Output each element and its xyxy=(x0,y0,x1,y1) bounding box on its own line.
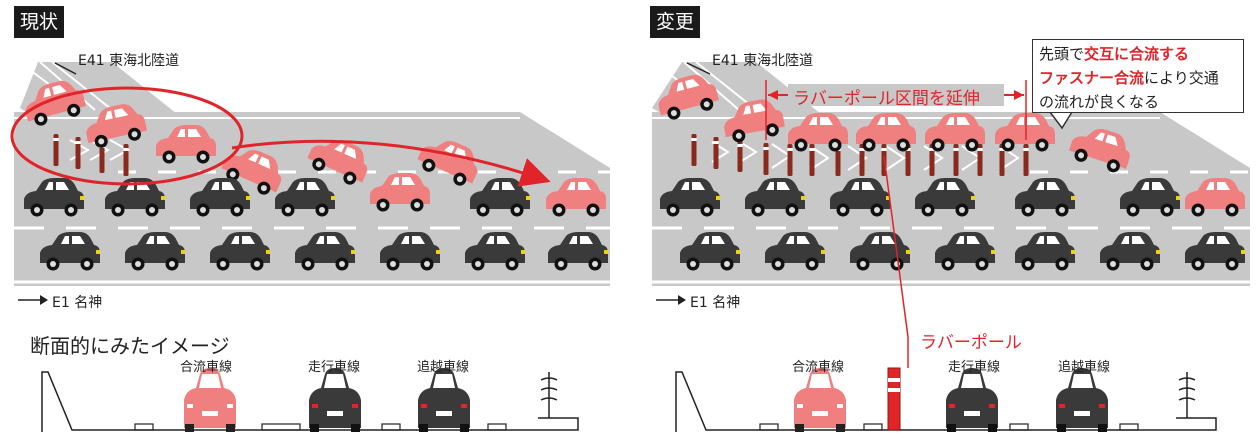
pole-leader-line xyxy=(883,155,909,338)
right-lane-label-travel: 走行車線 xyxy=(948,360,1001,375)
left-main-road-label: E1 名神 xyxy=(52,295,103,311)
right-upper-road-label: E41 東海北陸道 xyxy=(712,53,814,69)
extension-arrow xyxy=(765,80,1027,140)
right-lane-label-passing: 追越車線 xyxy=(1058,360,1111,375)
left-section-title: 断面的にみたイメージ xyxy=(30,334,230,358)
right-panel xyxy=(652,61,1250,432)
callout-text-2: 交互に合流する xyxy=(1084,45,1190,63)
right-title-badge: 変更 xyxy=(650,6,701,38)
left-lane-label-passing: 追越車線 xyxy=(417,360,470,375)
right-main-road-label: E1 名神 xyxy=(690,295,741,311)
right-cross-section xyxy=(675,367,1217,432)
left-panel xyxy=(10,61,610,432)
left-lane-label-travel: 走行車線 xyxy=(308,360,361,375)
callout-text-3: ファスナー合流 xyxy=(1039,69,1145,87)
zipper-merge-callout: 先頭で交互に合流する ファスナー合流により交通 の流れが良くなる xyxy=(1032,39,1244,113)
extension-label: ラバーポール区間を延伸 xyxy=(793,89,980,109)
callout-text-4: により交通 xyxy=(1144,69,1219,87)
left-cross-section xyxy=(41,368,579,432)
callout-text-1: 先頭で xyxy=(1039,45,1085,63)
left-flow-arrow xyxy=(231,139,551,187)
left-merge-zone-ellipse xyxy=(10,86,244,186)
rubber-pole-cross-section xyxy=(887,367,901,431)
left-title-badge: 現状 xyxy=(14,6,65,38)
right-lane-label-merge: 合流車線 xyxy=(792,360,845,375)
callout-text-5: の流れが良くなる xyxy=(1039,93,1160,111)
left-upper-road-label: E41 東海北陸道 xyxy=(78,53,180,69)
left-lane-label-merge: 合流車線 xyxy=(180,360,233,375)
rubber-pole-label: ラバーポール xyxy=(920,333,1022,353)
